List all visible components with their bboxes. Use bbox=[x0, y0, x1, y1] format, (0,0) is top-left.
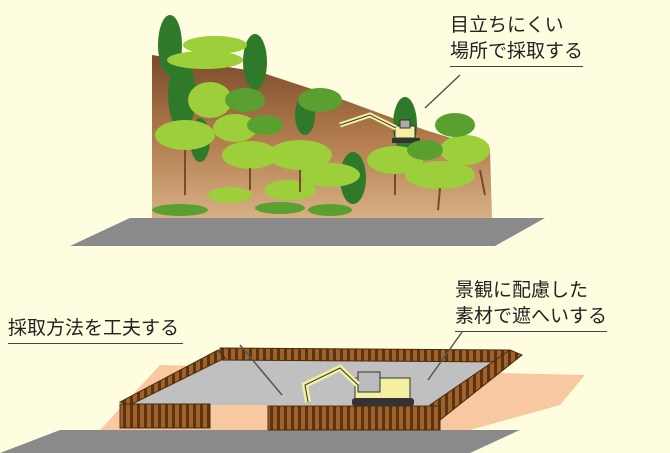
broadleaf-trees bbox=[152, 36, 490, 216]
mid-callout-line1: 景観に配慮した bbox=[455, 279, 589, 301]
excavator-top bbox=[339, 112, 420, 143]
ground-slab-top bbox=[70, 218, 545, 246]
hillside-scene bbox=[70, 15, 545, 246]
mid-callout-line2: 素材で遮へいする bbox=[455, 303, 608, 332]
pointer-line-top bbox=[424, 74, 461, 109]
fence-front-left bbox=[119, 403, 211, 429]
top-callout: 目立ちにくい 場所で採取する bbox=[450, 12, 584, 67]
left-callout: 採取方法を工夫する bbox=[8, 315, 184, 344]
fence-front-right bbox=[267, 405, 441, 431]
fence-back bbox=[219, 347, 511, 363]
left-callout-line1: 採取方法を工夫する bbox=[8, 315, 184, 344]
top-callout-line1: 目立ちにくい bbox=[450, 14, 564, 36]
ground-slab-bottom bbox=[0, 430, 520, 453]
pointer-line-left bbox=[239, 344, 283, 396]
top-callout-line2: 場所で採取する bbox=[450, 38, 584, 67]
pit-scene bbox=[0, 331, 585, 453]
mid-callout: 景観に配慮した 素材で遮へいする bbox=[455, 277, 608, 332]
excavator-bottom bbox=[301, 364, 414, 406]
pointer-line-right bbox=[427, 331, 463, 381]
